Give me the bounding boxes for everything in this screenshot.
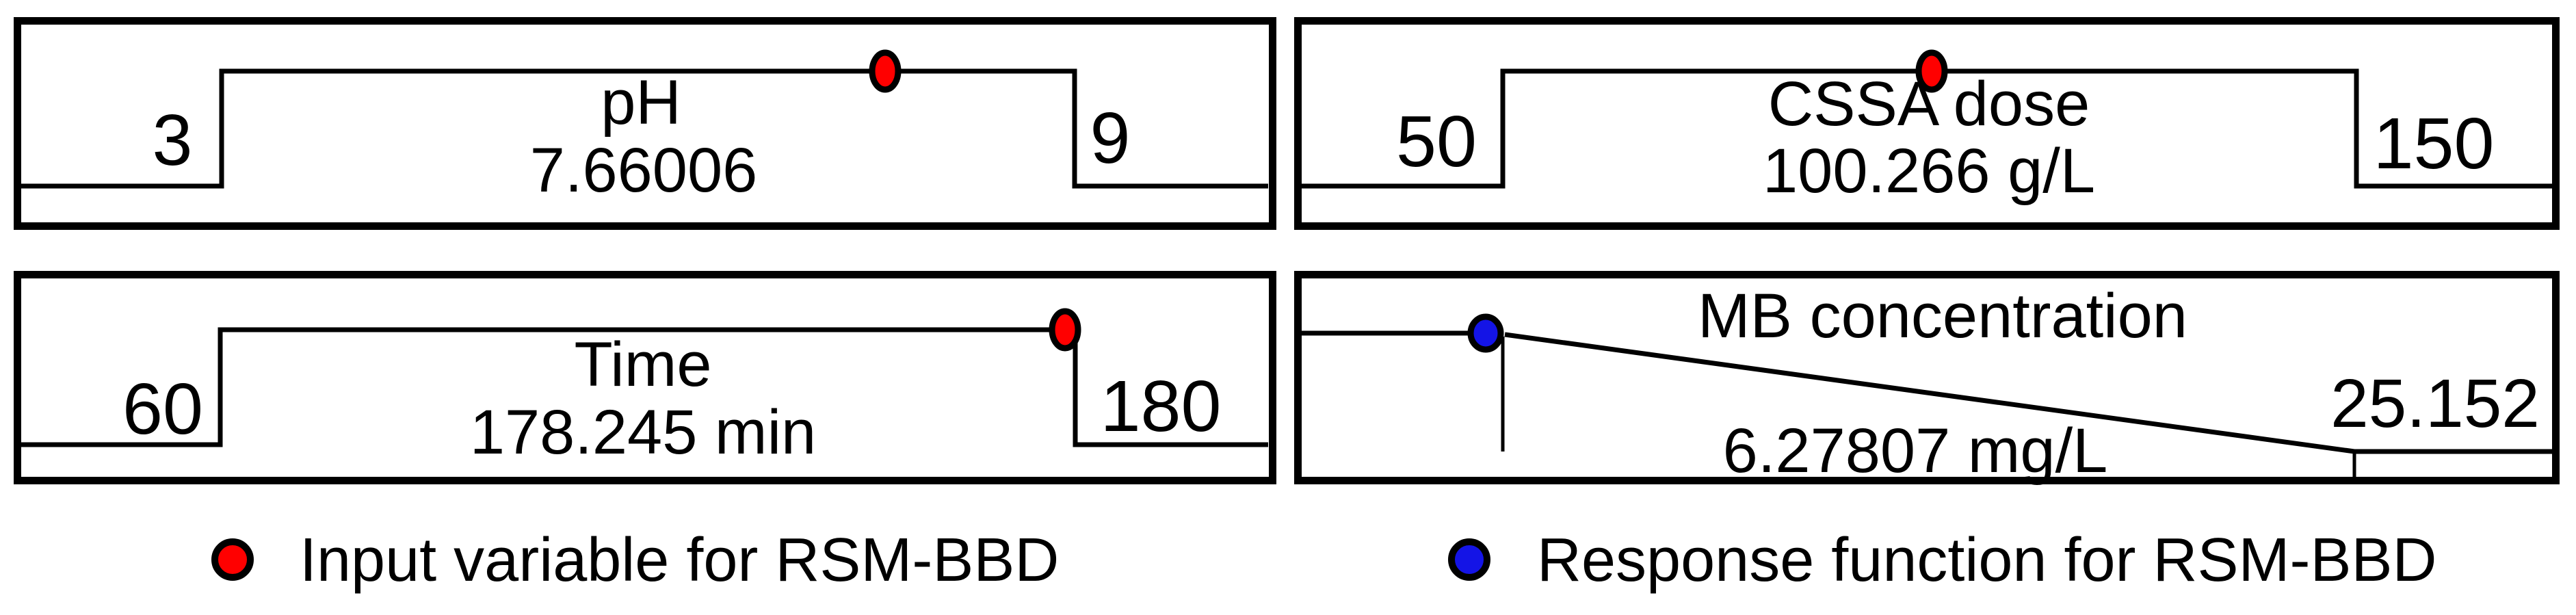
legend-input-dot-icon (211, 538, 254, 581)
legend-input-label: Input variable for RSM-BBD (300, 526, 1059, 594)
panel-time: 60 180 Time 178.245 min (14, 271, 1276, 484)
ph-high-label: 9 (1090, 98, 1131, 179)
panel-ph-frame (14, 17, 1276, 230)
time-value: 178.245 min (470, 397, 816, 467)
mb-high-label: 25.152 (2330, 365, 2540, 442)
time-value-dot[interactable] (1049, 308, 1081, 352)
time-high-label: 180 (1101, 366, 1222, 447)
ph-title: pH (601, 68, 681, 138)
ph-value-dot[interactable] (869, 49, 902, 93)
cssa-dose-low-label: 50 (1396, 101, 1477, 182)
time-low-label: 60 (122, 369, 203, 449)
cssa-dose-value-dot[interactable] (1915, 49, 1948, 93)
panel-mb-concentration-frame (1294, 271, 2560, 484)
mb-value: 6.27807 mg/L (1723, 416, 2108, 486)
mb-title: MB concentration (1698, 281, 2187, 351)
panel-ph: 3 9 pH 7.66006 (14, 17, 1276, 230)
time-ramp-line (21, 327, 1268, 447)
mb-response-dot (1467, 313, 1504, 353)
time-title: Time (574, 330, 711, 400)
ph-low-label: 3 (153, 100, 193, 181)
ph-value: 7.66006 (530, 135, 758, 205)
legend-response-label: Response function for RSM-BBD (1537, 526, 2437, 594)
cssa-dose-value: 100.266 g/L (1763, 136, 2095, 206)
ph-ramp-line (21, 68, 1268, 189)
cssa-dose-high-label: 150 (2374, 103, 2495, 184)
panel-mb-concentration: MB concentration 6.27807 mg/L 25.152 (1294, 271, 2560, 486)
legend: Input variable for RSM-BBD Response func… (211, 526, 2437, 594)
legend-response-dot-icon (1448, 538, 1490, 581)
panel-cssa-dose: 50 150 CSSA dose 100.266 g/L (1294, 17, 2560, 230)
